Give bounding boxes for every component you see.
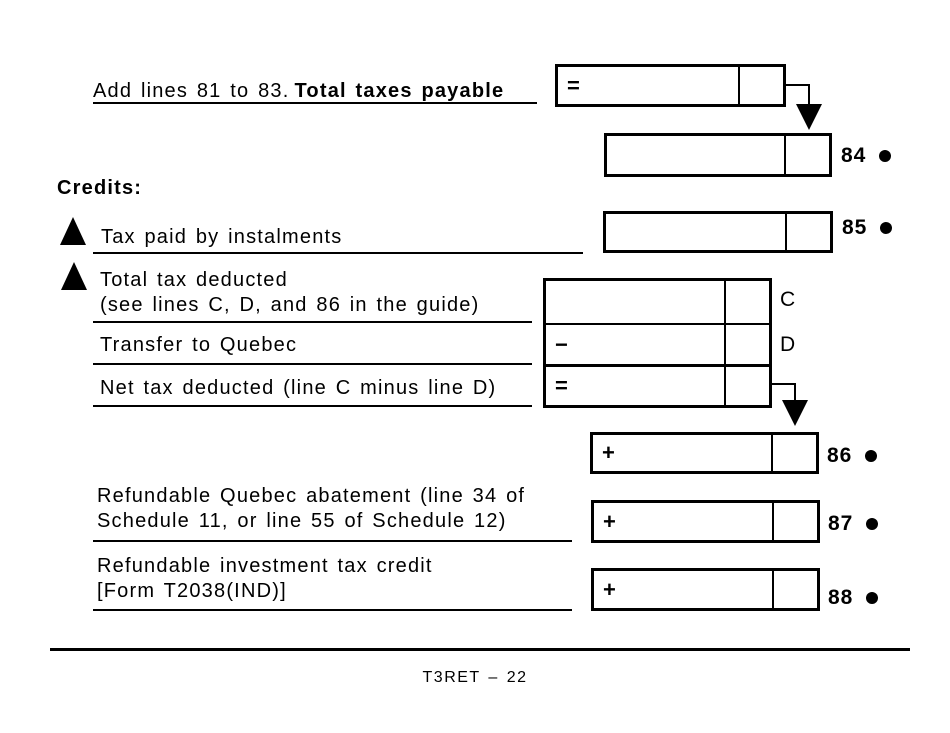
bullet-icon	[880, 222, 893, 234]
line-c-label-1: Total tax deducted	[100, 269, 288, 291]
line-d-code: D	[780, 333, 796, 356]
total-taxes-cents-field[interactable]	[738, 67, 783, 104]
line-85-underline	[93, 252, 583, 254]
line-86-amount-field[interactable]: +	[593, 435, 771, 471]
line-84-amount-box	[604, 133, 832, 177]
line-net-row: =	[546, 364, 769, 405]
line-85-amount-box	[603, 211, 833, 253]
line-88-amount-field[interactable]: +	[594, 571, 772, 608]
line-86-cents-field[interactable]	[771, 435, 816, 471]
credits-heading: Credits:	[57, 177, 143, 199]
line-87-amount-field[interactable]: +	[594, 503, 772, 540]
line-d-amount-field[interactable]: −	[546, 325, 724, 364]
line-87-number-text: 87	[828, 512, 854, 535]
line-88-number: 88	[828, 586, 879, 610]
flag-triangle-icon	[60, 217, 86, 245]
line-d-row: −	[546, 323, 769, 364]
line-85-number: 85	[842, 216, 893, 240]
connector-elbow-86	[772, 383, 796, 402]
bullet-icon	[866, 518, 879, 530]
line-86-number: 86	[827, 444, 878, 468]
equals-operator: =	[555, 373, 568, 398]
line-d-cents-field[interactable]	[724, 325, 769, 364]
footer-page-label: T3RET – 22	[422, 669, 528, 686]
line-87-amount-box: +	[591, 500, 820, 543]
line-84-amount-field[interactable]	[607, 136, 784, 174]
total-taxes-underline	[93, 102, 537, 104]
line-87-underline	[93, 540, 572, 542]
line-88-underline	[93, 609, 572, 611]
line-86-number-text: 86	[827, 444, 853, 467]
connector-elbow-84	[786, 84, 810, 106]
plus-operator: +	[602, 440, 615, 465]
line-88-label-1: Refundable investment tax credit	[97, 555, 433, 577]
line-88-cents-field[interactable]	[772, 571, 817, 608]
line-88-label-2: [Form T2038(IND)]	[97, 580, 287, 602]
line-85-amount-field[interactable]	[606, 214, 785, 250]
total-taxes-label-bold: Total taxes payable	[294, 80, 505, 102]
line-87-label-2: Schedule 11, or line 55 of Schedule 12)	[97, 510, 507, 532]
line-c-row	[546, 281, 769, 323]
line-d-label: Transfer to Quebec	[100, 334, 298, 356]
line-85-cents-field[interactable]	[785, 214, 830, 250]
line-net-underline	[93, 405, 532, 407]
equals-operator: =	[567, 72, 580, 98]
line-88-amount-box: +	[591, 568, 820, 611]
line-84-cents-field[interactable]	[784, 136, 829, 174]
bullet-icon	[866, 592, 879, 604]
plus-operator: +	[603, 576, 616, 602]
flag-triangle-icon	[61, 262, 87, 290]
line-86-amount-box: +	[590, 432, 819, 474]
total-taxes-label: Add lines 81 to 83.Total taxes payable	[93, 80, 504, 102]
line-84-number: 84	[841, 144, 892, 168]
footer-rule	[50, 648, 910, 651]
arrow-down-icon-86	[782, 400, 808, 426]
line-net-amount-field[interactable]: =	[546, 367, 724, 405]
line-87-label-1: Refundable Quebec abatement (line 34 of	[97, 485, 526, 507]
line-84-number-text: 84	[841, 144, 867, 167]
plus-operator: +	[603, 508, 616, 534]
bullet-icon	[879, 150, 892, 162]
total-taxes-amount-box: =	[555, 64, 786, 107]
tax-deducted-table: − =	[543, 278, 772, 408]
line-c-label-2: (see lines C, D, and 86 in the guide)	[100, 294, 480, 316]
line-85-number-text: 85	[842, 216, 868, 239]
line-c-underline	[93, 321, 532, 323]
arrow-down-icon-84	[796, 104, 822, 130]
line-87-cents-field[interactable]	[772, 503, 817, 540]
bullet-icon	[865, 450, 878, 462]
line-net-label: Net tax deducted (line C minus line D)	[100, 377, 497, 399]
minus-operator: −	[555, 331, 568, 357]
total-taxes-label-prefix: Add lines 81 to 83.	[93, 80, 290, 102]
line-87-number: 87	[828, 512, 879, 536]
line-c-amount-field[interactable]	[546, 281, 724, 323]
line-c-code: C	[780, 288, 796, 311]
line-net-cents-field[interactable]	[724, 367, 769, 405]
total-taxes-amount-field[interactable]: =	[558, 67, 738, 104]
line-c-cents-field[interactable]	[724, 281, 769, 323]
line-d-underline	[93, 363, 532, 365]
line-88-number-text: 88	[828, 586, 854, 609]
line-85-label: Tax paid by instalments	[101, 226, 343, 248]
